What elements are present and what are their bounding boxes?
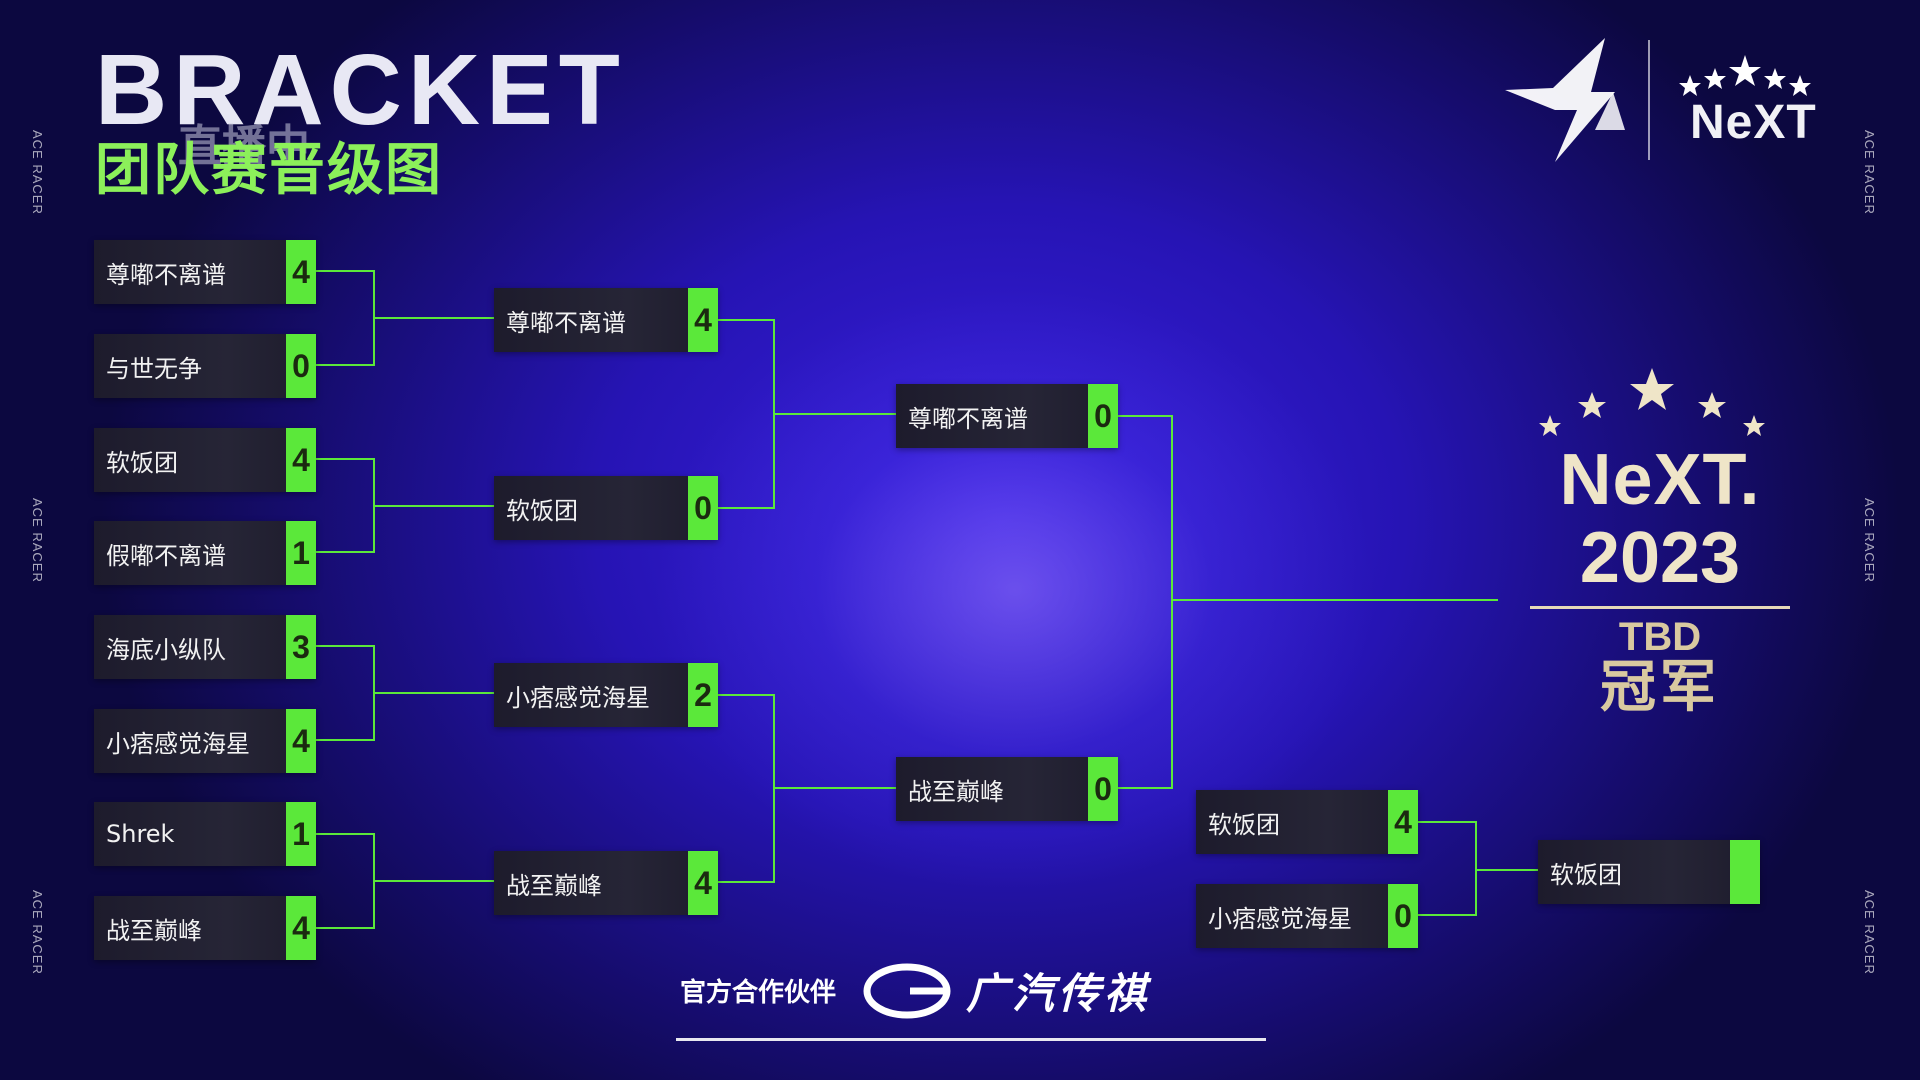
team-name: 假嘟不离谱 xyxy=(106,541,226,570)
champion-tbd: TBD xyxy=(1618,615,1702,659)
side-tag-right-top: ACE RACER xyxy=(1862,130,1877,215)
round1-match3-team1[interactable]: 海底小纵队 3 xyxy=(94,615,316,679)
partner-brand: 广汽传祺 xyxy=(966,969,1151,1018)
team-name: 软饭团 xyxy=(1550,860,1622,889)
team-score: 3 xyxy=(286,615,316,679)
champion-panel: NeXT. 2023 TBD 冠军 xyxy=(1520,360,1800,719)
team-score: 0 xyxy=(688,476,718,540)
team-score: 4 xyxy=(688,851,718,915)
round2-match2-team1[interactable]: 小痞感觉海星 2 xyxy=(494,663,718,727)
third-place-result[interactable]: 软饭团 xyxy=(1538,840,1760,904)
partner-label: 官方合作伙伴 xyxy=(680,978,837,1008)
team-score: 4 xyxy=(688,288,718,352)
side-tag-right-middle: ACE RACER xyxy=(1862,498,1877,583)
champion-label: 冠军 xyxy=(1600,655,1720,720)
team-score: 4 xyxy=(286,240,316,304)
team-name: 战至巅峰 xyxy=(908,777,1004,806)
round1-match2-team2[interactable]: 假嘟不离谱 1 xyxy=(94,521,316,585)
team-name: 与世无争 xyxy=(106,354,202,383)
side-tag-left-middle: ACE RACER xyxy=(30,498,45,583)
round1-match1-team2[interactable]: 与世无争 0 xyxy=(94,334,316,398)
round1-match3-team2[interactable]: 小痞感觉海星 4 xyxy=(94,709,316,773)
team-name: 小痞感觉海星 xyxy=(506,683,650,712)
round1-match4-team1[interactable]: Shrek 1 xyxy=(94,802,316,866)
team-score: 0 xyxy=(1088,757,1118,821)
champion-event-name: NeXT. xyxy=(1559,440,1761,520)
third-place-team1[interactable]: 软饭团 4 xyxy=(1196,790,1418,854)
team-name: 尊嘟不离谱 xyxy=(106,260,226,289)
semifinal-team2[interactable]: 战至巅峰 0 xyxy=(896,757,1118,821)
page-title-cn: 团队赛晋级图 xyxy=(95,138,443,203)
round1-match1-team1[interactable]: 尊嘟不离谱 4 xyxy=(94,240,316,304)
champion-stars-icon xyxy=(1539,368,1765,436)
team-score: 4 xyxy=(286,709,316,773)
team-name: Shrek xyxy=(106,820,175,848)
team-score: 0 xyxy=(1388,884,1418,948)
team-name: 小痞感觉海星 xyxy=(106,729,250,758)
team-name: 尊嘟不离谱 xyxy=(506,308,626,337)
side-tag-left-bottom: ACE RACER xyxy=(30,890,45,975)
round1-match2-team1[interactable]: 软饭团 4 xyxy=(94,428,316,492)
side-tag-left-top: ACE RACER xyxy=(30,130,45,215)
team-score: 4 xyxy=(286,428,316,492)
team-name: 战至巅峰 xyxy=(506,871,602,900)
team-score: 0 xyxy=(286,334,316,398)
semifinal-team1[interactable]: 尊嘟不离谱 0 xyxy=(896,384,1118,448)
round1-match4-team2[interactable]: 战至巅峰 4 xyxy=(94,896,316,960)
team-score: 1 xyxy=(286,521,316,585)
team-name: 软饭团 xyxy=(506,496,578,525)
partner-underline xyxy=(676,1038,1266,1041)
partner-banner: 官方合作伙伴 广汽传祺 xyxy=(680,960,1150,1021)
team-name: 软饭团 xyxy=(1208,810,1280,839)
round2-match1-team2[interactable]: 软饭团 0 xyxy=(494,476,718,540)
team-name: 软饭团 xyxy=(106,448,178,477)
third-place-team2[interactable]: 小痞感觉海星 0 xyxy=(1196,884,1418,948)
round2-match1-team1[interactable]: 尊嘟不离谱 4 xyxy=(494,288,718,352)
page-title-en: BRACKET xyxy=(95,34,626,146)
team-name: 小痞感觉海星 xyxy=(1208,904,1352,933)
star-logo-icon xyxy=(1505,38,1811,162)
team-score: 4 xyxy=(1388,790,1418,854)
team-score: 4 xyxy=(286,896,316,960)
team-score: 2 xyxy=(688,663,718,727)
team-name: 战至巅峰 xyxy=(106,916,202,945)
team-score xyxy=(1730,840,1760,904)
team-score: 0 xyxy=(1088,384,1118,448)
side-tag-right-bottom: ACE RACER xyxy=(1862,890,1877,975)
team-name: 海底小纵队 xyxy=(106,635,226,664)
team-score: 1 xyxy=(286,802,316,866)
team-name: 尊嘟不离谱 xyxy=(908,404,1028,433)
next-logo-text: NeXT xyxy=(1690,96,1817,149)
event-logo xyxy=(1495,30,1855,170)
round2-match2-team2[interactable]: 战至巅峰 4 xyxy=(494,851,718,915)
gac-logo-icon xyxy=(863,963,951,1018)
live-overlay-text: 直播中 xyxy=(178,121,310,172)
champion-divider xyxy=(1530,606,1790,609)
champion-year: 2023 xyxy=(1579,518,1741,598)
